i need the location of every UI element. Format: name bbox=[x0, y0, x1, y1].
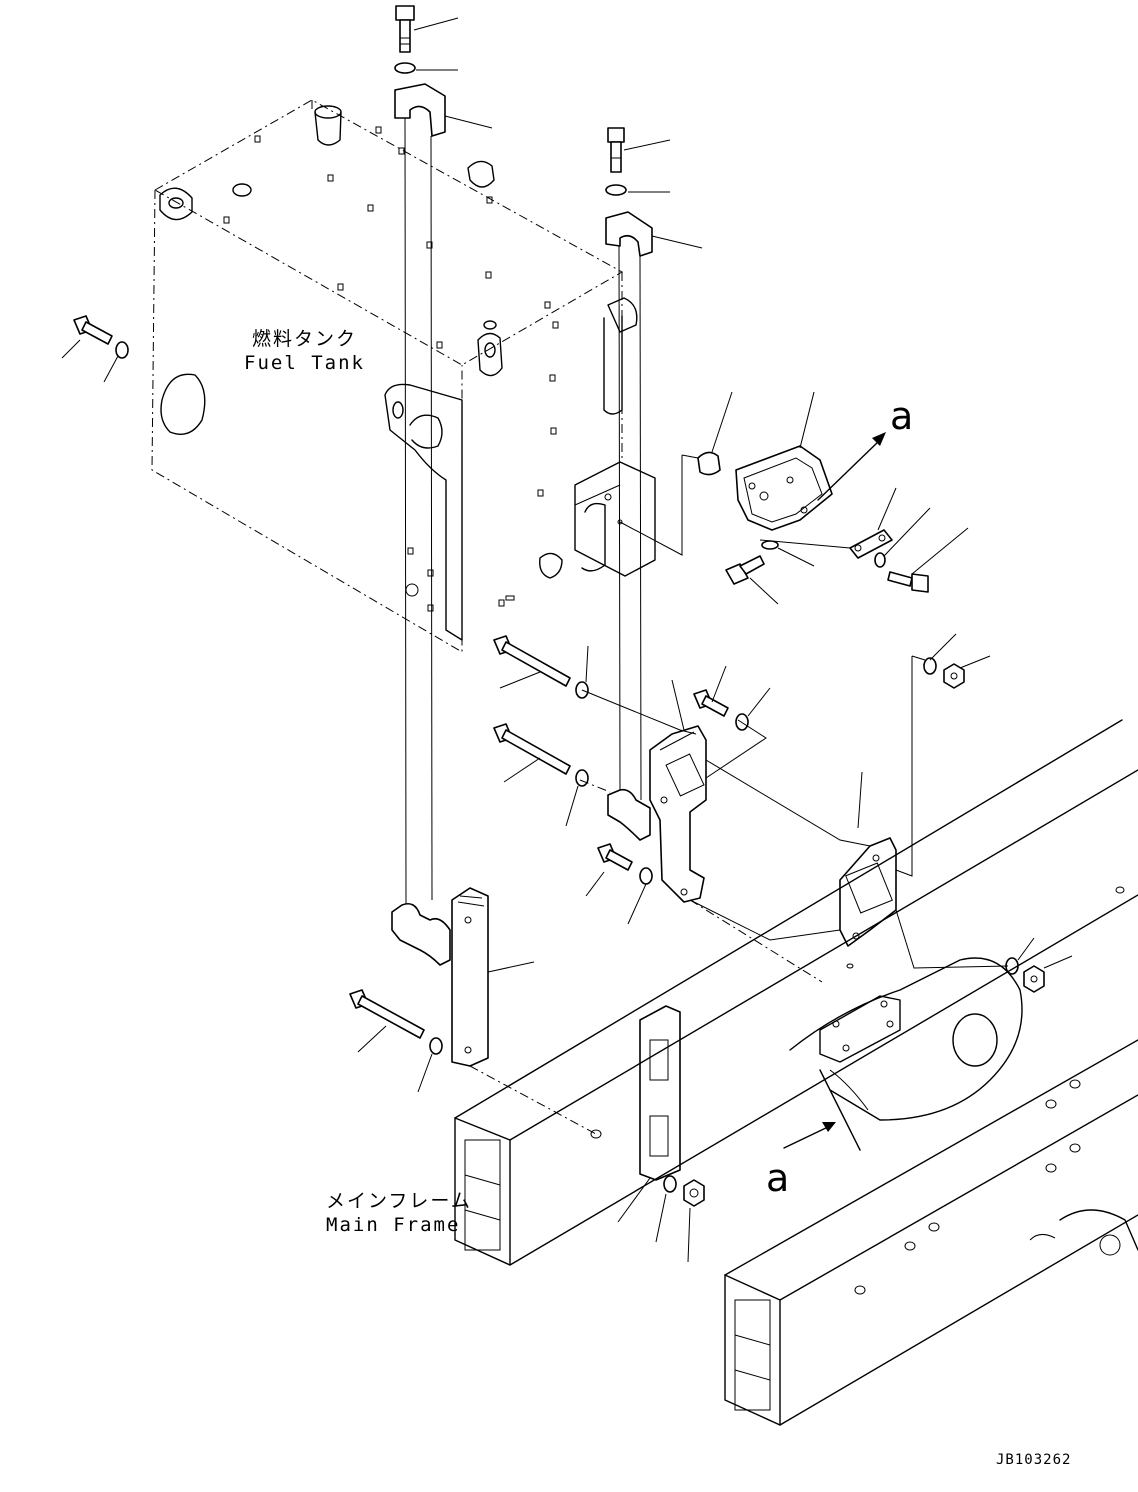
nut-lower bbox=[683, 1179, 705, 1207]
washer-a-2 bbox=[761, 540, 779, 550]
drawing-number: JB103262 bbox=[996, 1452, 1072, 1468]
washer-long-2 bbox=[575, 769, 589, 787]
leader-lines bbox=[61, 17, 1073, 1263]
assembly-lines bbox=[469, 454, 1009, 1135]
view-a-label-bottom: a bbox=[766, 1156, 790, 1200]
long-bolt-2 bbox=[493, 723, 571, 775]
tank-band-right bbox=[605, 211, 653, 841]
bolt-a-2 bbox=[887, 571, 929, 593]
main-frame-label-en: Main Frame bbox=[326, 1214, 461, 1236]
washer-tank-rear bbox=[115, 341, 129, 359]
short-bolt-2 bbox=[597, 843, 633, 871]
fuel-tank bbox=[151, 99, 656, 653]
bracket-lower-plate bbox=[639, 1005, 681, 1181]
mount-bracket-a bbox=[735, 445, 833, 531]
bracket-left-strap bbox=[451, 887, 489, 1067]
bracket-center bbox=[649, 725, 707, 903]
long-bolt-1 bbox=[493, 635, 571, 687]
long-bolt-3 bbox=[349, 989, 425, 1039]
washer-a-1 bbox=[874, 552, 886, 568]
arrow-view-a-top bbox=[817, 432, 886, 501]
short-bolt-1 bbox=[693, 689, 729, 717]
washer-long-3 bbox=[429, 1037, 443, 1055]
view-a-label-top: a bbox=[890, 394, 914, 438]
washer-top-left bbox=[394, 62, 416, 74]
main-frame bbox=[454, 719, 1138, 1426]
bolt-tank-rear bbox=[73, 315, 113, 345]
plate-a bbox=[849, 529, 893, 559]
main-frame-label-jp: メインフレーム bbox=[326, 1190, 472, 1212]
washer-lower bbox=[663, 1175, 677, 1193]
bolt-top-left bbox=[395, 5, 415, 53]
nut-right-1 bbox=[943, 663, 965, 689]
fuel-tank-label-en: Fuel Tank bbox=[244, 352, 365, 374]
cushion bbox=[697, 451, 721, 476]
tank-band-left bbox=[391, 83, 451, 966]
washer-short-2 bbox=[639, 867, 653, 885]
washer-right-1 bbox=[923, 657, 937, 675]
bolt-top-right bbox=[607, 127, 625, 173]
tank-rear-cover bbox=[160, 373, 206, 435]
washer-top-right bbox=[605, 184, 627, 196]
nut-right-2 bbox=[1023, 965, 1045, 993]
fuel-tank-label-jp: 燃料タンク bbox=[252, 328, 358, 350]
arrow-view-a-bottom bbox=[783, 1122, 836, 1149]
bolt-a-1 bbox=[725, 555, 765, 585]
